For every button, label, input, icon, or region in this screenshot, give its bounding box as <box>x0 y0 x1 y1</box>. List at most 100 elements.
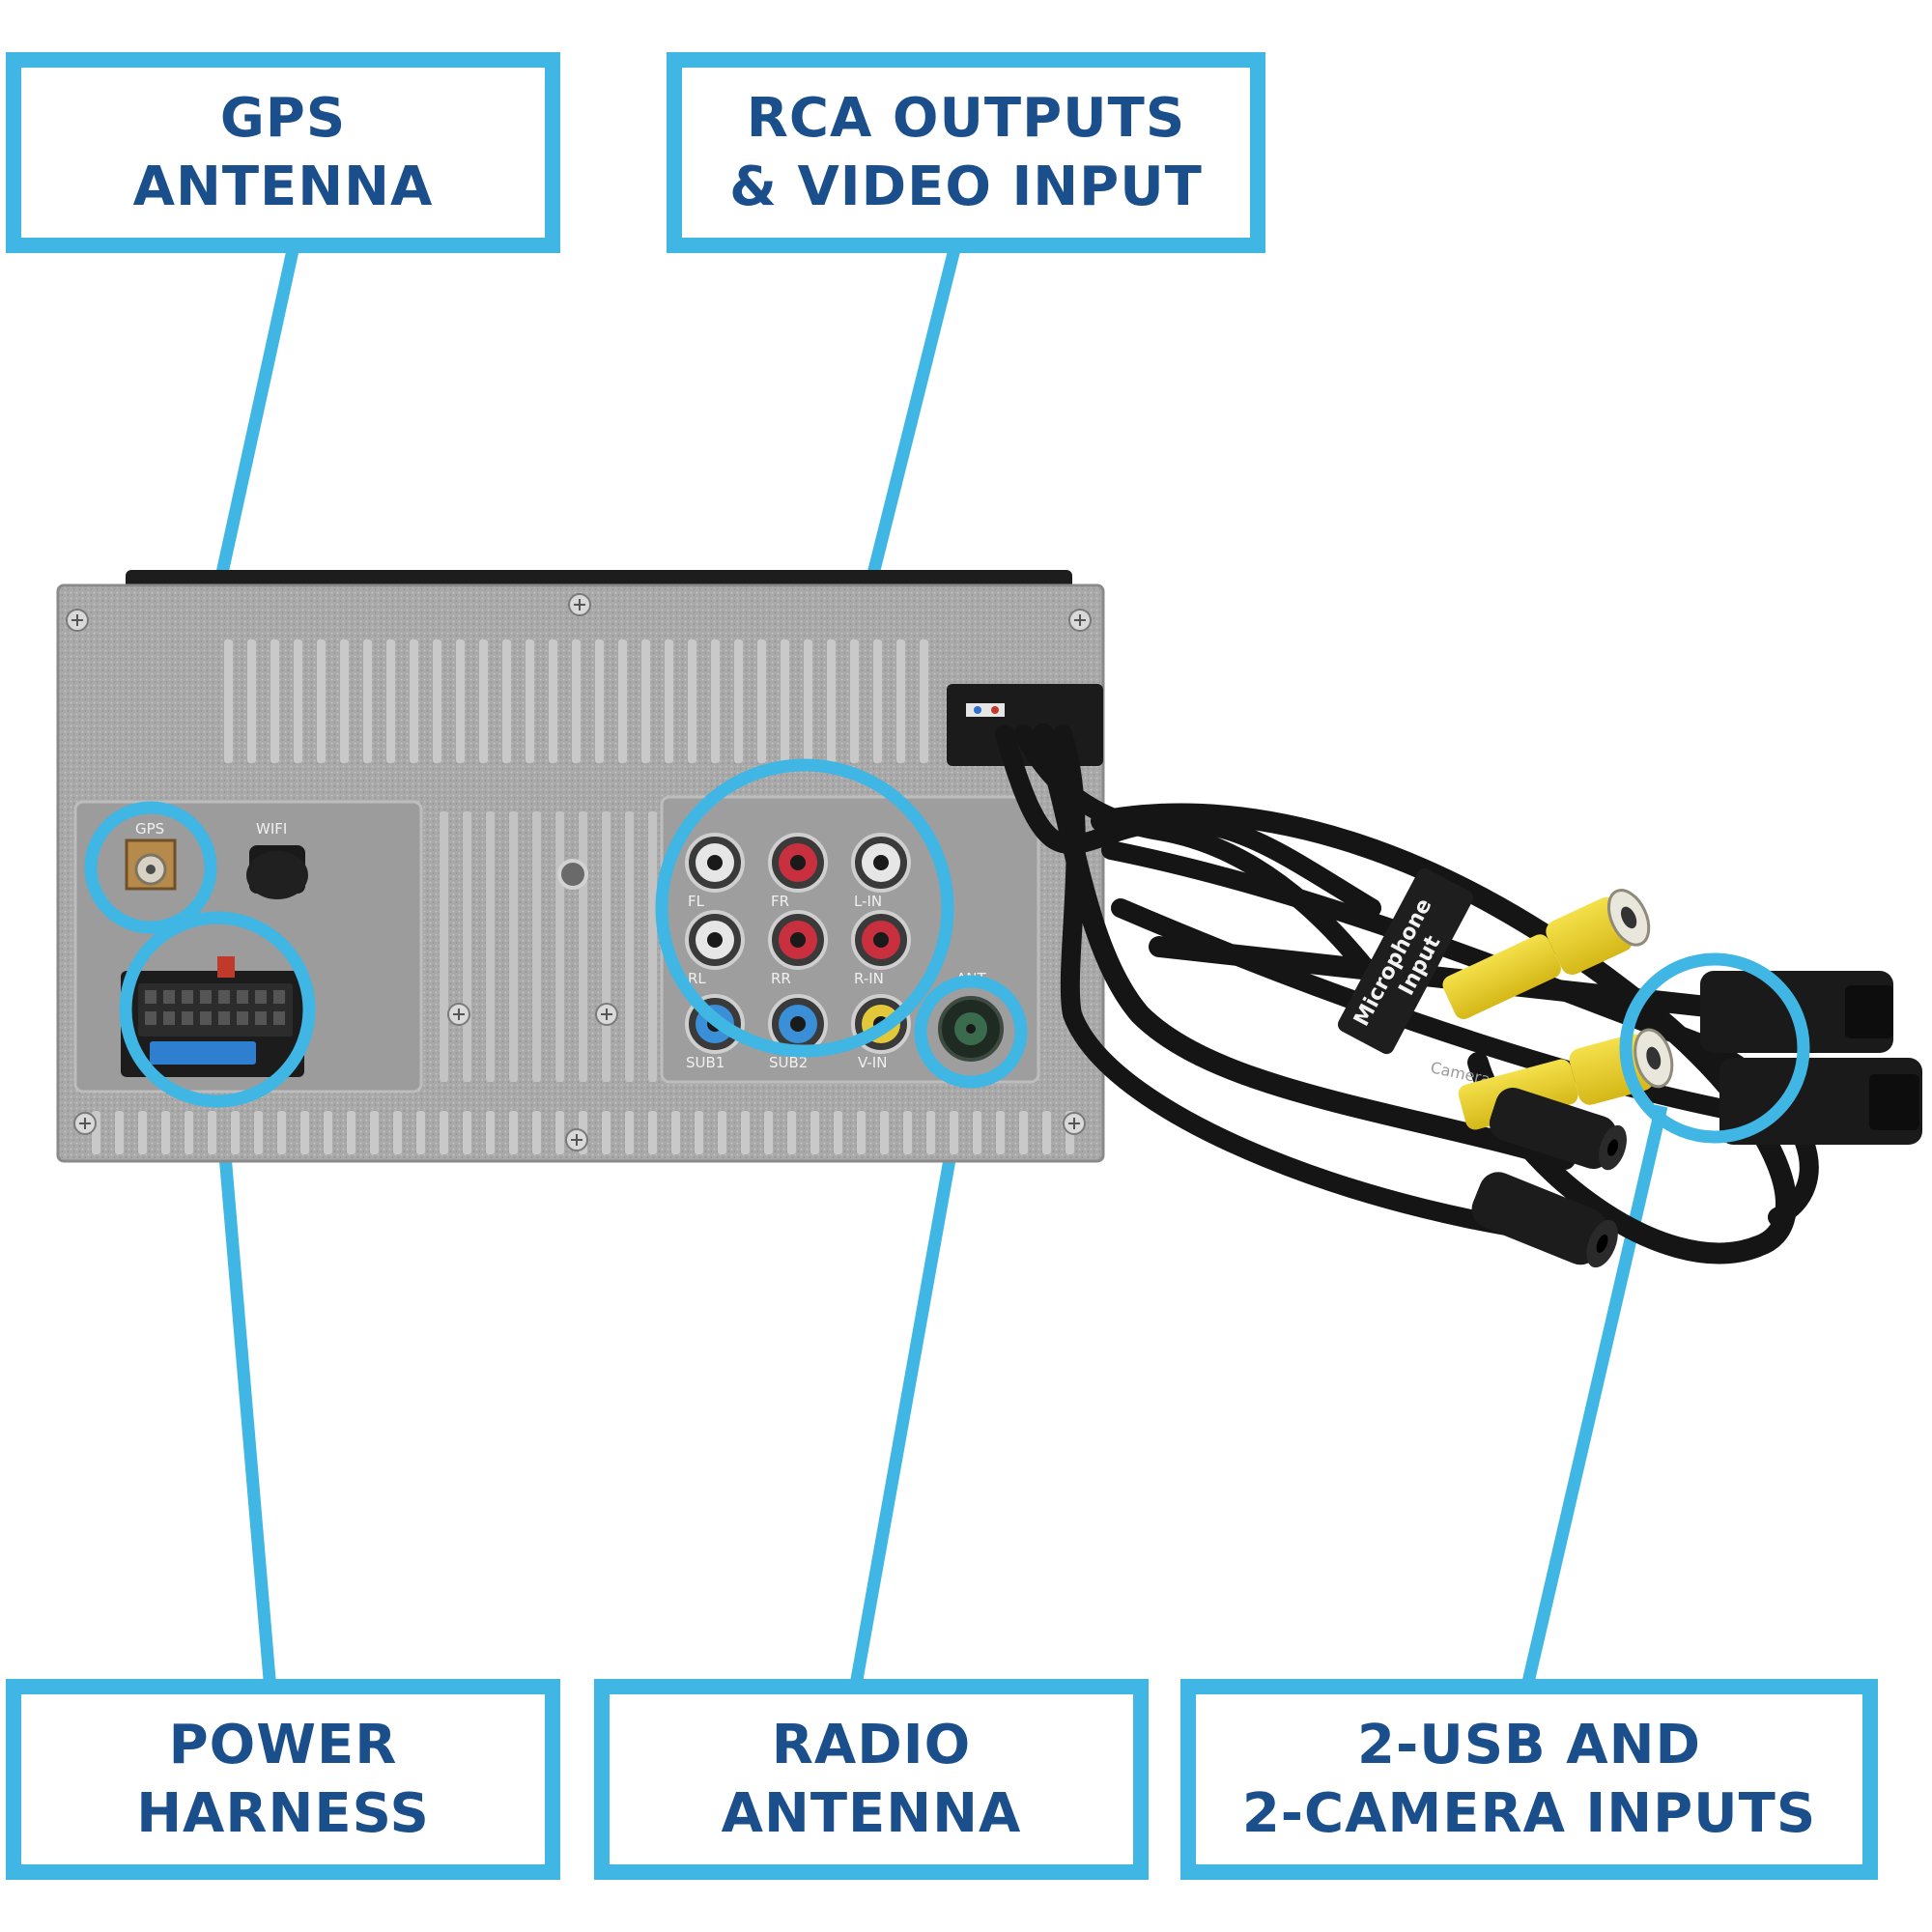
callout-power-line1: POWER <box>168 1713 398 1776</box>
rib <box>317 639 326 763</box>
harness-pin <box>200 990 212 1004</box>
wifi-connector: WIFI <box>246 820 308 899</box>
rib <box>224 639 233 763</box>
harness-pin <box>273 990 285 1004</box>
rib <box>555 1111 564 1154</box>
screw-slot <box>79 1118 91 1129</box>
leader-line-radio <box>848 1065 973 1692</box>
rib <box>463 1111 471 1154</box>
rib <box>625 811 634 1082</box>
rib <box>741 1111 750 1154</box>
harness-pin <box>237 1011 248 1025</box>
harness-pin <box>200 1011 212 1025</box>
rib <box>509 1111 518 1154</box>
rca-jack-center <box>873 932 889 948</box>
rib <box>641 639 650 763</box>
callout-rca-outputs: RCA OUTPUTS & VIDEO INPUT <box>667 52 1265 253</box>
rib <box>926 1111 935 1154</box>
rib <box>857 1111 866 1154</box>
rca-jack-center <box>790 932 806 948</box>
callout-gps-antenna: GPS ANTENNA <box>6 52 560 253</box>
rib <box>618 639 627 763</box>
rib <box>324 1111 332 1154</box>
rib <box>363 639 372 763</box>
callout-usb-camera: 2-USB AND 2-CAMERA INPUTS <box>1180 1679 1878 1880</box>
rib <box>440 811 448 1082</box>
rca-jack-center <box>707 932 723 948</box>
rca-label-rr: RR <box>771 970 791 987</box>
callout-gps-line2: ANTENNA <box>132 156 434 218</box>
harness-pin <box>218 1011 230 1025</box>
rca-jack-center <box>707 855 723 870</box>
rca-label-l-in: L-IN <box>854 893 882 910</box>
screw-slot <box>574 599 585 611</box>
highlight-radio <box>914 975 1028 1089</box>
rib <box>416 1111 425 1154</box>
rib <box>386 639 395 763</box>
upper-ribs <box>224 639 928 763</box>
harness-pin <box>145 990 156 1004</box>
rca-label-r-in: R-IN <box>854 970 884 987</box>
screw-slot <box>1068 1118 1080 1129</box>
rib <box>873 639 882 763</box>
rib <box>393 1111 402 1154</box>
rib <box>850 639 859 763</box>
rib <box>370 1111 379 1154</box>
rib <box>555 811 564 1082</box>
rib <box>579 811 587 1082</box>
harness-pin <box>182 990 193 1004</box>
rib <box>920 639 928 763</box>
rib <box>648 811 657 1082</box>
callout-usb-line2: 2-CAMERA INPUTS <box>1241 1782 1817 1845</box>
rib <box>973 1111 981 1154</box>
rca-label-sub1: SUB1 <box>686 1054 724 1071</box>
rib <box>185 1111 193 1154</box>
rib <box>161 1111 170 1154</box>
harness-pin <box>237 990 248 1004</box>
rib <box>1019 1111 1028 1154</box>
rib <box>433 639 441 763</box>
screw-slot <box>571 1134 582 1146</box>
yellow-rca-plug-1 <box>1442 889 1651 1019</box>
rib <box>903 1111 912 1154</box>
rca-label-rl: RL <box>688 970 706 987</box>
rca-label-sub2: SUB2 <box>769 1054 808 1071</box>
rib <box>456 639 465 763</box>
callout-radio-line2: ANTENNA <box>721 1782 1022 1845</box>
rib <box>340 639 349 763</box>
rib <box>115 1111 124 1154</box>
rib <box>880 1111 889 1154</box>
highlight-rca <box>655 758 954 1058</box>
rib <box>688 639 696 763</box>
callout-rca-line1: RCA OUTPUTS <box>746 86 1186 150</box>
audio-socket-1 <box>1471 1172 1618 1268</box>
rib <box>602 811 611 1082</box>
highlight-gps <box>84 801 217 934</box>
rca-jack-center <box>790 1016 806 1032</box>
leader-line-power <box>215 1120 277 1691</box>
rib <box>665 639 673 763</box>
callout-power-harness: POWER HARNESS <box>6 1679 560 1880</box>
harness-pin <box>163 1011 175 1025</box>
rib <box>648 1111 657 1154</box>
rca-jack-center <box>873 855 889 870</box>
rib <box>526 639 534 763</box>
rca-label-fr: FR <box>771 893 789 910</box>
rib <box>810 1111 819 1154</box>
mounting-hole <box>557 859 588 890</box>
rib <box>486 1111 495 1154</box>
rib <box>625 1111 634 1154</box>
callout-radio-line1: RADIO <box>771 1713 972 1776</box>
rib <box>711 639 720 763</box>
rib <box>896 639 905 763</box>
highlight-power <box>119 911 316 1108</box>
rib <box>572 639 581 763</box>
harness-pin <box>218 990 230 1004</box>
callout-usb-line1: 2-USB AND <box>1357 1713 1701 1776</box>
harness-pin <box>145 1011 156 1025</box>
highlight-circles <box>84 758 1810 1144</box>
center-ribs <box>440 811 657 1082</box>
rib <box>757 639 766 763</box>
callout-power-line2: HARNESS <box>136 1782 430 1845</box>
